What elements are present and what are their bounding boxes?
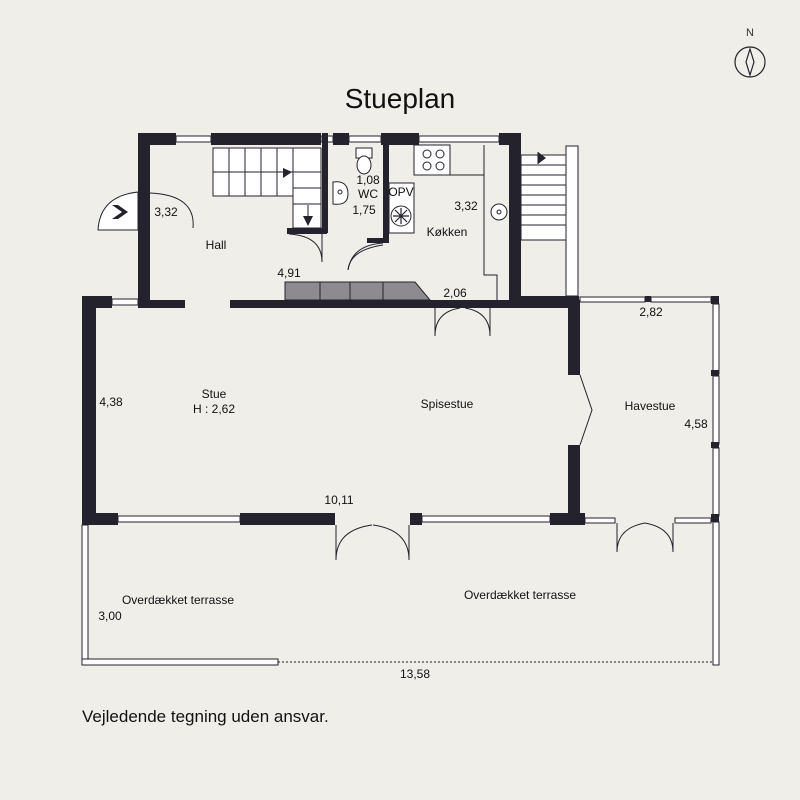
- disclaimer: Vejledende tegning uden ansvar.: [82, 707, 329, 726]
- dim-wc-bottom: 1,75: [352, 203, 376, 217]
- room-kitchen: Køkken: [427, 225, 468, 239]
- dim-wc-top: 1,08: [356, 173, 380, 187]
- room-hall: Hall: [206, 238, 227, 252]
- room-spisestue: Spisestue: [421, 397, 474, 411]
- dim-entry: 3,32: [154, 205, 178, 219]
- page-title: Stueplan: [345, 83, 456, 114]
- upper-walls: [138, 133, 521, 304]
- dim-hall: 4,91: [277, 266, 301, 280]
- wc-door: [347, 242, 384, 271]
- room-opv: OPV: [388, 185, 413, 199]
- dim-total-width: 13,58: [400, 667, 430, 681]
- entry-door: [97, 191, 194, 231]
- dim-living-width: 10,11: [324, 493, 353, 507]
- stue-height: H : 2,62: [193, 402, 235, 416]
- terrace-outline: [81, 521, 720, 666]
- room-wc: WC: [358, 187, 378, 201]
- room-stue: Stue: [202, 387, 227, 401]
- compass-icon: N: [734, 27, 766, 78]
- dim-kitchen-depth: 2,06: [443, 286, 467, 300]
- dim-kitchen: 3,32: [454, 199, 478, 213]
- wc-fixtures: [332, 147, 373, 205]
- closet-door: [288, 233, 323, 263]
- room-terrace-left: Overdækket terrasse: [122, 593, 234, 607]
- hall-divider: [150, 244, 520, 308]
- living-walls: [82, 296, 585, 525]
- kitchen-fixtures: [388, 144, 508, 300]
- outdoor-stairs: [520, 145, 579, 297]
- stairs: [212, 147, 322, 229]
- compass-label: N: [746, 27, 754, 39]
- patio-doors: [335, 522, 674, 561]
- kitchen-double-door: [434, 307, 491, 337]
- dim-terrace-depth: 3,00: [98, 609, 122, 623]
- havestue-walls: [579, 296, 720, 524]
- dim-havestue-width: 2,82: [639, 305, 663, 319]
- dim-havestue-depth: 4,58: [684, 417, 708, 431]
- room-havestue: Havestue: [625, 399, 676, 413]
- room-terrace-right: Overdækket terrasse: [464, 588, 576, 602]
- dim-stue-depth: 4,38: [99, 395, 123, 409]
